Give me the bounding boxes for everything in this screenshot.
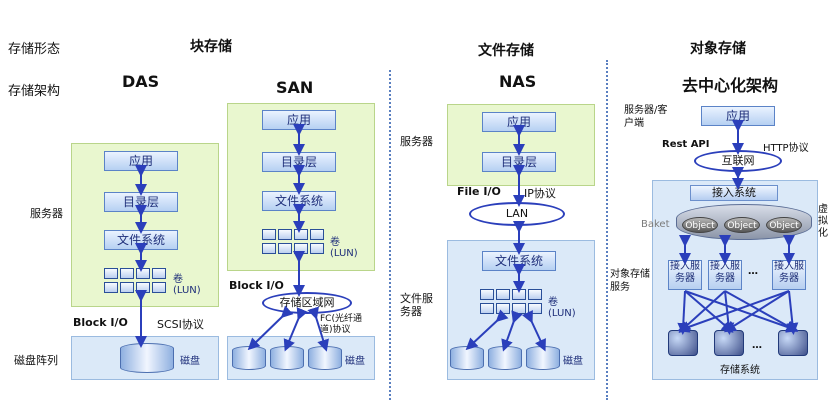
- obj-storage-label: 存储系统: [720, 365, 760, 376]
- arrow: [786, 290, 799, 335]
- obj-rest: Rest API: [662, 139, 710, 150]
- arrow: [723, 290, 790, 333]
- san-lun: [278, 243, 292, 254]
- san-lun: [278, 229, 292, 240]
- arrow: [501, 310, 523, 352]
- das-disk: [120, 343, 174, 373]
- san-fc: FC(光纤通道)协议: [320, 314, 362, 335]
- obj-access-server: 接入服务器: [708, 260, 742, 290]
- das-block-io: Block I/O: [73, 316, 128, 329]
- arrow: [677, 290, 790, 333]
- obj-ellipsis: …: [748, 266, 758, 277]
- arch-decentral: 去中心化架构: [682, 76, 779, 95]
- nas-lun: [480, 289, 494, 300]
- arrow: [684, 290, 734, 333]
- san-lun-label: 卷 (LUN): [330, 237, 358, 259]
- arch-san: SAN: [276, 78, 314, 97]
- obj-bucket-label: Baket: [641, 219, 670, 230]
- obj-virtual-label: 虚拟化: [818, 204, 828, 239]
- arrow: [465, 309, 509, 351]
- obj-ellipsis: …: [752, 340, 762, 351]
- das-lun-label: 卷 (LUN): [173, 274, 201, 296]
- obj-client-label: 服务器/客户端: [624, 105, 668, 129]
- das-scsi: SCSI协议: [157, 318, 204, 331]
- san-lun: [310, 229, 324, 240]
- obj-object: Object: [682, 217, 718, 233]
- row-label-form: 存储形态: [8, 42, 61, 57]
- category-file: 文件存储: [478, 43, 534, 59]
- obj-app-layer: 应用: [701, 106, 775, 126]
- row-label-arch: 存储架构: [8, 84, 61, 99]
- nas-lun-label: 卷 (LUN): [548, 297, 576, 319]
- nas-fs-layer: 文件系统: [482, 251, 556, 271]
- arrow: [722, 290, 735, 335]
- nas-server-label: 服务器: [400, 135, 433, 148]
- obj-http: HTTP协议: [763, 143, 809, 154]
- obj-service-label: 对象存储服务: [610, 269, 650, 293]
- arrow: [247, 305, 294, 351]
- san-block-io: Block I/O: [229, 279, 284, 292]
- das-disk-array-label: 磁盘阵列: [14, 354, 58, 367]
- das-lun: [120, 268, 134, 279]
- nas-file-server-label: 文件服务器: [400, 292, 433, 318]
- das-server-label: 服务器: [30, 207, 63, 220]
- divider: [606, 60, 608, 400]
- das-lun: [152, 282, 166, 293]
- san-app-layer: 应用: [262, 110, 336, 130]
- obj-object: Object: [724, 217, 760, 233]
- nas-disk-label: 磁盘: [563, 356, 583, 367]
- nas-file-io: File I/O: [457, 185, 501, 198]
- arrow: [684, 290, 799, 333]
- obj-object: Object: [766, 217, 802, 233]
- das-lun: [152, 268, 166, 279]
- arrow: [677, 290, 690, 335]
- nas-lun: [496, 289, 510, 300]
- category-block: 块存储: [190, 39, 232, 55]
- san-disk-label: 磁盘: [345, 356, 365, 367]
- divider: [389, 70, 391, 400]
- nas-ip: IP协议: [524, 187, 556, 200]
- das-lun: [104, 282, 118, 293]
- das-disk-label: 磁盘: [180, 356, 200, 367]
- arrow: [307, 306, 329, 352]
- arrow: [522, 310, 546, 352]
- obj-access-server: 接入服务器: [668, 260, 702, 290]
- das-lun: [120, 282, 134, 293]
- arch-nas: NAS: [499, 72, 537, 91]
- nas-lun: [528, 289, 542, 300]
- san-lun: [262, 243, 276, 254]
- das-lun: [104, 268, 118, 279]
- category-object: 对象存储: [690, 41, 746, 57]
- san-lun: [262, 229, 276, 240]
- arch-das: DAS: [122, 72, 160, 91]
- san-lun: [310, 243, 324, 254]
- arrow: [283, 307, 308, 352]
